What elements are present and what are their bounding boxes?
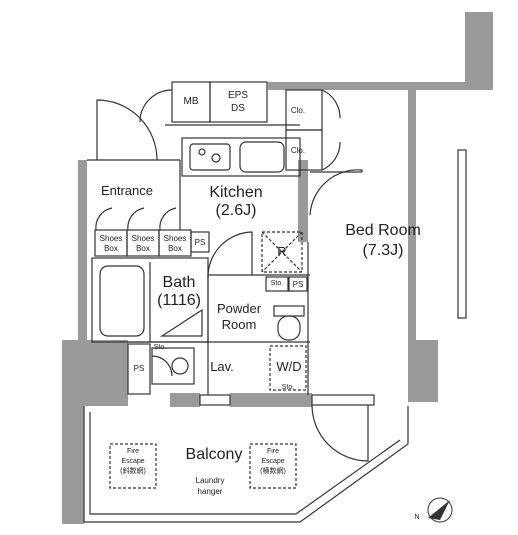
fire-escape-left-line2: Escape xyxy=(121,458,145,465)
refrigerator-outline xyxy=(261,231,303,273)
shoes-box-1-line1: Shoes xyxy=(99,234,123,243)
shoes-door-3 xyxy=(159,207,177,231)
wall-right xyxy=(408,82,416,402)
ps-entrance-label: PS xyxy=(194,238,206,247)
storage-kitchen-outline xyxy=(265,276,289,292)
balcony-window-right xyxy=(311,394,375,406)
vanity-door xyxy=(151,355,173,377)
washer-dryer-label: W/D xyxy=(276,359,302,374)
interior-lines xyxy=(83,81,467,523)
balcony-door xyxy=(311,404,369,462)
refrigerator-x1 xyxy=(261,231,303,273)
fire-escape-right-hatch xyxy=(249,443,297,489)
ps-lav-outline xyxy=(127,343,151,395)
balcony-window-left xyxy=(199,394,231,406)
shoes-box-1-line2: Box xyxy=(104,244,118,253)
lav-label: Lav. xyxy=(210,359,234,374)
storage-lav-label: Sto. xyxy=(153,344,167,351)
refrigerator-label: R xyxy=(277,244,287,259)
bath-door xyxy=(159,308,203,337)
balcony-label: Balcony xyxy=(185,446,243,463)
shoes-door-1 xyxy=(95,207,113,231)
bath-name: Bath xyxy=(162,274,196,291)
shoes-door-2 xyxy=(127,207,145,231)
ds-label: DS xyxy=(231,103,245,114)
ps-lav-label: PS xyxy=(133,364,145,373)
storage-wd-label: Sto. xyxy=(281,384,295,391)
shoes-box-3-line1: Shoes xyxy=(163,234,187,243)
wall-mid-stub xyxy=(170,393,200,407)
toilet-bowl xyxy=(277,315,301,341)
kitchen-size: (2.6J) xyxy=(215,202,257,219)
eps-cabinet xyxy=(209,81,268,123)
mb-label: MB xyxy=(183,96,199,107)
bath-size: (1116) xyxy=(157,292,201,309)
bedroom-door xyxy=(309,169,363,216)
powder-room-line2: Room xyxy=(221,317,257,332)
wall-bottom-center xyxy=(230,393,312,407)
closet-upper-door xyxy=(321,89,341,119)
fire-escape-left-hatch xyxy=(109,443,157,489)
washer-area xyxy=(269,345,307,391)
bedroom-name: Bed Room xyxy=(345,222,421,239)
fire-escape-right-line3: (横数網) xyxy=(260,468,286,475)
fire-escape-right-line2: Escape xyxy=(261,458,285,465)
ps-kitchen-outline xyxy=(288,276,308,292)
fire-escape-left-line1: Fire xyxy=(126,448,140,455)
fire-escape-right-line1: Fire xyxy=(266,448,280,455)
wall-top-right-column xyxy=(465,12,493,88)
closet-upper-label: Clo. xyxy=(290,106,306,115)
ps-entrance-outline xyxy=(190,231,210,253)
balcony-railing xyxy=(89,412,401,515)
kitchen-counter xyxy=(181,137,301,177)
closet-lower-door xyxy=(321,141,341,171)
laundry-hanger-line1: Laundry xyxy=(195,476,225,485)
powder-room-door xyxy=(207,231,253,279)
closet-lower-box xyxy=(285,129,323,171)
refrigerator-x2 xyxy=(261,231,303,273)
sink-right xyxy=(239,141,285,173)
shoes-box-3-line2: Box xyxy=(168,244,182,253)
bedroom-window xyxy=(457,149,467,319)
shoes-box-2-line1: Shoes xyxy=(131,234,155,243)
kitchen-name: Kitchen xyxy=(209,184,263,201)
vanity-basin xyxy=(171,357,189,375)
toilet-tank xyxy=(273,305,305,317)
wall-top xyxy=(268,82,493,90)
wall-center-pillar xyxy=(298,160,308,242)
closet-lower-label: Clo. xyxy=(290,146,306,155)
compass-icon xyxy=(427,497,453,523)
wall-right-buttress xyxy=(408,340,438,402)
burner-2 xyxy=(211,153,221,163)
entrance-door xyxy=(96,99,158,161)
structural-walls xyxy=(62,12,493,524)
bathtub xyxy=(99,265,145,337)
mb-door xyxy=(139,89,173,123)
burner-1 xyxy=(198,148,206,156)
ps-kitchen-label: PS xyxy=(292,280,304,289)
shoes-box-2-line2: Box xyxy=(136,244,150,253)
fire-escape-left-line3: (斜数網) xyxy=(120,468,146,475)
balcony-outline xyxy=(83,406,409,523)
laundry-hanger-line2: hanger xyxy=(197,487,223,496)
entrance-label: Entrance xyxy=(100,183,154,198)
bedroom-size: (7.3J) xyxy=(362,242,404,259)
sink-left xyxy=(189,143,231,171)
vanity xyxy=(151,347,195,385)
wall-left-lower xyxy=(62,340,128,406)
storage-kitchen-label: Sto. xyxy=(270,280,284,287)
wall-left-upper xyxy=(78,160,87,342)
eps-label: EPS xyxy=(227,90,248,101)
wall-left-pillar xyxy=(62,406,84,524)
powder-room-line1: Powder xyxy=(216,301,262,316)
compass-label: N xyxy=(414,514,420,521)
